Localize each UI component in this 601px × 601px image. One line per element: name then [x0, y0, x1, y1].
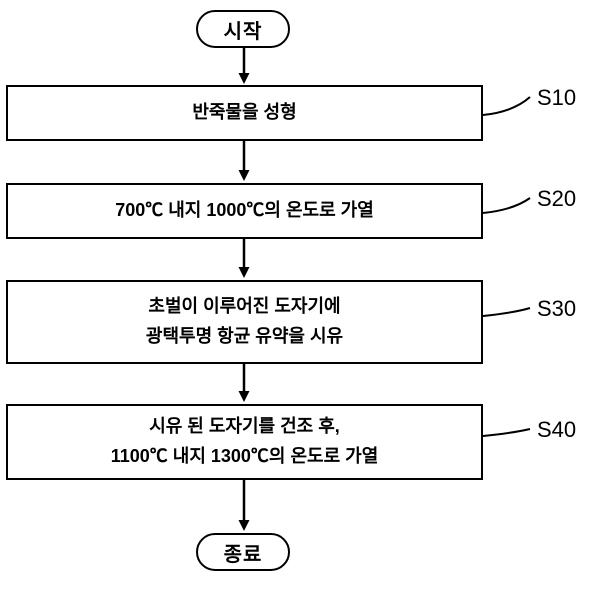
process-text-line: 초벌이 이루어진 도자기에	[148, 296, 341, 317]
step-label-s30: S30	[537, 296, 577, 321]
step-label-connector-s20	[482, 197, 531, 214]
process-text-line: 700℃ 내지 1000℃의 온도로 가열	[115, 200, 374, 221]
process-text-line: 반죽물을 성형	[192, 102, 297, 123]
process-text-line: 광택투명 항균 유약을 시유	[145, 326, 344, 346]
flow-arrow-s30-to-s40	[238, 364, 250, 402]
process-box-s40: 시유 된 도자기를 건조 후, 1100℃ 내지 1300℃의 온도로 가열	[6, 404, 483, 480]
process-box-s10: 반죽물을 성형	[6, 85, 483, 141]
flow-arrow-start-to-s10	[238, 48, 250, 84]
step-label-s20: S20	[537, 186, 577, 211]
end-terminal-label: 종료	[223, 543, 263, 566]
flow-arrow-s10-to-s20	[238, 141, 250, 181]
process-text-line: 1100℃ 내지 1300℃의 온도로 가열	[110, 446, 379, 466]
step-label-s40: S40	[537, 417, 577, 442]
start-terminal: 시작	[196, 10, 290, 48]
process-box-s30: 초벌이 이루어진 도자기에 광택투명 항균 유약을 시유	[6, 280, 483, 364]
flow-arrow-s40-to-end	[238, 480, 250, 531]
start-terminal-label: 시작	[223, 20, 263, 43]
process-box-s20: 700℃ 내지 1000℃의 온도로 가열	[6, 183, 483, 239]
end-terminal: 종료	[196, 533, 290, 571]
step-label-s10: S10	[537, 85, 577, 110]
process-text-line: 시유 된 도자기를 건조 후,	[149, 416, 340, 437]
step-label-connector-s30	[482, 307, 531, 317]
step-label-connector-s10	[482, 96, 531, 116]
flow-arrow-s20-to-s30	[238, 239, 250, 278]
step-label-connector-s40	[482, 428, 531, 437]
